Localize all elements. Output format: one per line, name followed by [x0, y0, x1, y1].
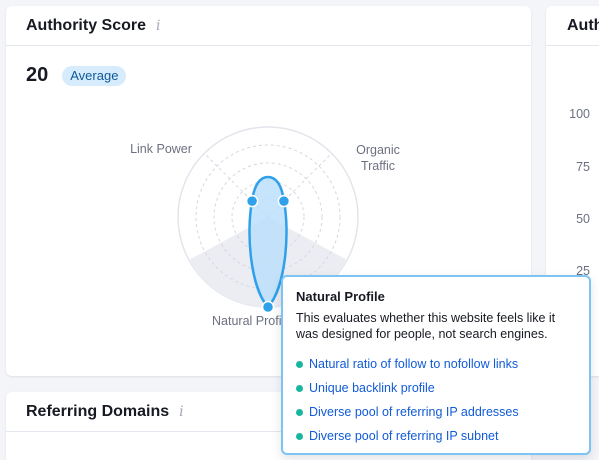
radar-ring-4 — [195, 144, 341, 290]
tooltip-criterion[interactable]: Unique backlink profile — [296, 376, 576, 400]
radar-point-link-power[interactable] — [245, 194, 259, 208]
bullet-dot-icon — [296, 384, 303, 392]
authority-trend-title: Authority — [567, 16, 599, 34]
bullet-dot-icon — [296, 432, 303, 440]
radar-chart — [177, 126, 359, 314]
authority-score-value: 20 — [26, 64, 49, 86]
y-tick-50: 50 — [576, 212, 590, 226]
tooltip-title: Natural Profile — [296, 289, 385, 304]
referring-domains-title: Referring Domains — [26, 402, 170, 420]
radar-value-shape — [248, 175, 288, 309]
bullet-dot-icon — [296, 408, 303, 416]
score-row: 20 Average — [26, 64, 127, 87]
info-icon[interactable]: i — [156, 17, 161, 34]
tooltip-description: This evaluates whether this website feel… — [296, 311, 556, 341]
natural-profile-tooltip: Natural Profile This evaluates whether t… — [281, 275, 591, 455]
y-tick-75: 75 — [576, 160, 590, 174]
tooltip-criterion[interactable]: Natural ratio of follow to nofollow link… — [296, 352, 576, 376]
radar-point-natural-profile[interactable] — [261, 300, 275, 314]
authority-score-title: Authority Score — [26, 16, 147, 34]
authority-score-header: Authority Score i — [6, 6, 531, 46]
tooltip-criterion-label: Diverse pool of referring IP addresses — [309, 405, 519, 419]
y-tick-25: 25 — [576, 264, 590, 278]
tooltip-criteria-list: Natural ratio of follow to nofollow link… — [296, 352, 576, 448]
info-icon[interactable]: i — [179, 403, 184, 420]
tooltip-criterion-label: Diverse pool of referring IP subnet — [309, 429, 499, 443]
tooltip-criterion[interactable]: Diverse pool of referring IP subnet — [296, 424, 576, 448]
tooltip-criterion-label: Natural ratio of follow to nofollow link… — [309, 357, 519, 371]
score-level-badge: Average — [62, 65, 127, 86]
bullet-dot-icon — [296, 360, 303, 368]
y-tick-100: 100 — [569, 107, 590, 121]
radar-label-organic-traffic: Organic Traffic — [356, 143, 400, 173]
radar-label-natural-profile: Natural Profile — [212, 314, 292, 328]
authority-trend-header: Authority — [546, 6, 599, 46]
radar-label-link-power: Link Power — [130, 142, 192, 156]
tooltip-criterion[interactable]: Diverse pool of referring IP addresses — [296, 400, 576, 424]
tooltip-criterion-label: Unique backlink profile — [309, 381, 435, 395]
authority-score-card: Authority Score i 20 Average Link Power — [6, 6, 531, 376]
radar-point-organic-traffic[interactable] — [277, 194, 291, 208]
referring-domains-header: Referring Domains i — [6, 392, 531, 432]
